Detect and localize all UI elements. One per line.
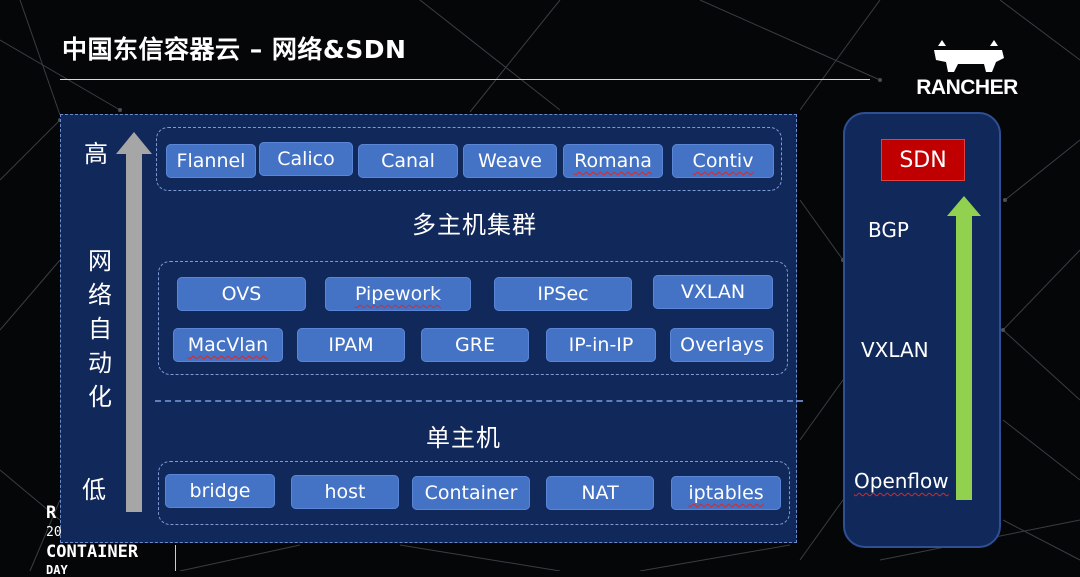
up-arrow-green-icon <box>947 196 981 500</box>
container-day-mark: R 20 CONTAINER DAY <box>46 502 138 576</box>
multi-host-label: 多主机集群 <box>412 211 537 239</box>
pill-host: host <box>291 475 399 509</box>
corner-line: DAY <box>46 563 68 577</box>
pill-ovs: OVS <box>177 277 306 311</box>
pill-overlays: Overlays <box>670 328 774 362</box>
pill-pipework: Pipework <box>325 277 471 311</box>
up-arrow-gray-icon <box>116 132 152 512</box>
pill-canal: Canal <box>358 144 458 178</box>
vertical-char: 自 <box>88 315 112 343</box>
pill-iptables: iptables <box>671 476 781 510</box>
axis-high-label: 高 <box>84 140 108 168</box>
overlay-tech-group <box>158 261 788 375</box>
sdn-plugins-group <box>156 127 782 191</box>
pill-ip-in-ip: IP-in-IP <box>546 328 656 362</box>
protocol-vxlan: VXLAN <box>861 338 929 362</box>
axis-low-label: 低 <box>82 476 106 504</box>
host-divider <box>155 400 803 402</box>
corner-line: CONTAINER <box>46 542 139 562</box>
pill-weave: Weave <box>463 144 557 178</box>
corner-divider <box>175 545 176 571</box>
pill-flannel: Flannel <box>166 144 256 178</box>
pill-container: Container <box>412 476 530 510</box>
pill-calico: Calico <box>259 142 353 176</box>
pill-contiv: Contiv <box>672 144 774 178</box>
pill-nat: NAT <box>546 476 654 510</box>
pill-gre: GRE <box>421 328 529 362</box>
slide-title: 中国东信容器云 – 网络&SDN <box>62 35 407 64</box>
rancher-logo-text: RANCHER <box>916 76 1018 99</box>
pill-vxlan: VXLAN <box>653 275 773 309</box>
protocol-openflow: Openflow <box>854 469 949 493</box>
sdn-box: SDN <box>881 139 965 181</box>
pill-romana: Romana <box>563 144 663 178</box>
vertical-char: 动 <box>88 349 112 377</box>
axis-vertical-label: 网 络 自 动 化 <box>85 244 115 414</box>
pill-ipsec: IPSec <box>494 277 632 311</box>
pill-ipam: IPAM <box>297 328 405 362</box>
protocol-bgp: BGP <box>868 218 909 242</box>
corner-line: 20 <box>46 525 62 540</box>
single-host-label: 单主机 <box>426 424 501 452</box>
pill-macvlan: MacVlan <box>173 328 283 362</box>
vertical-char: 络 <box>88 281 112 309</box>
pill-bridge: bridge <box>165 474 275 508</box>
title-underline <box>60 79 870 80</box>
bull-icon <box>934 40 1004 72</box>
vertical-char: 化 <box>88 383 112 411</box>
rancher-logo: RANCHER <box>908 38 1028 100</box>
sdn-panel <box>843 112 1001 548</box>
corner-line: R <box>46 503 57 523</box>
vertical-char: 网 <box>88 247 112 275</box>
single-host-group <box>158 461 790 525</box>
